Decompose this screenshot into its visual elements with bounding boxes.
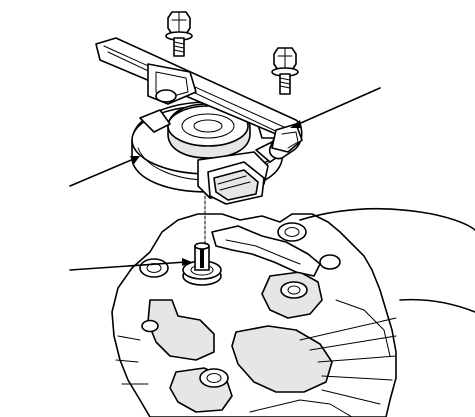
bolt-left (165, 11, 193, 57)
leader-line-tool (293, 87, 381, 127)
sensor-alignment-tool (95, 37, 303, 160)
transmission-housing (111, 207, 475, 417)
leader-line-sensor (69, 157, 137, 187)
leader-line-shaft (69, 261, 187, 271)
leader-lines (69, 87, 381, 271)
manual-valve-shaft (182, 165, 222, 286)
bolt-right (271, 47, 299, 95)
